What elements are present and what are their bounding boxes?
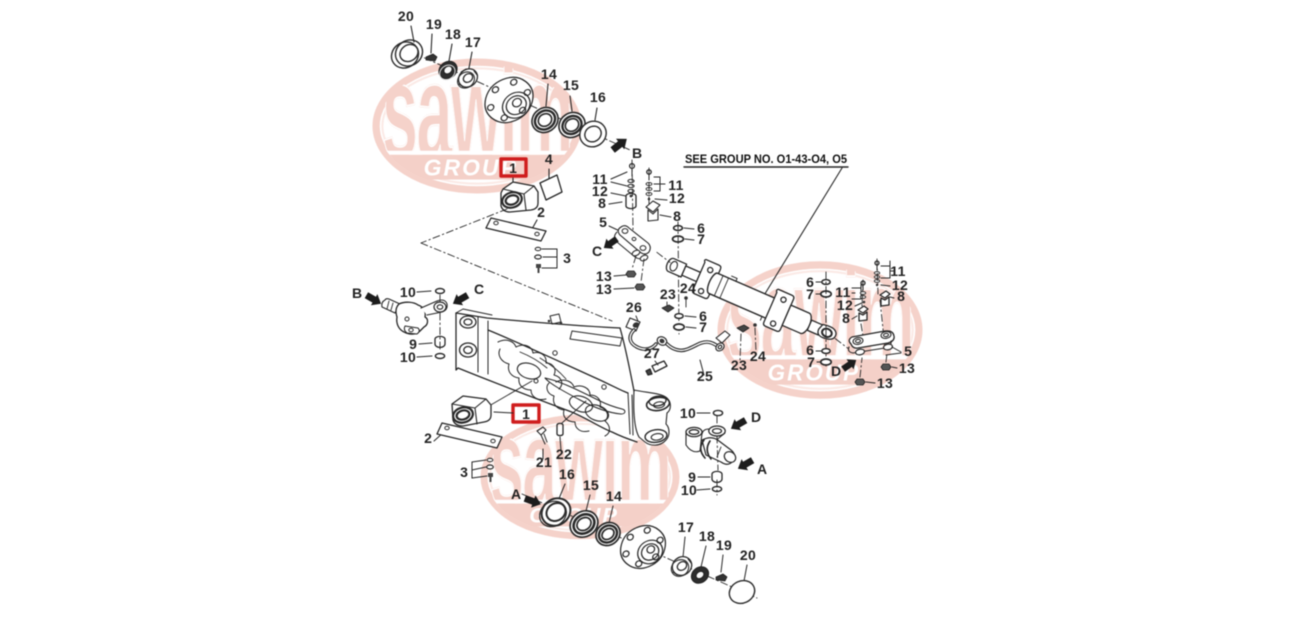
svg-text:B: B — [352, 285, 362, 301]
svg-text:13: 13 — [596, 268, 612, 284]
svg-text:15: 15 — [583, 477, 599, 493]
svg-text:8: 8 — [897, 288, 905, 304]
svg-text:10: 10 — [680, 405, 696, 421]
svg-text:18: 18 — [699, 528, 715, 544]
svg-text:11: 11 — [835, 284, 851, 300]
svg-text:11: 11 — [668, 177, 684, 193]
svg-text:7: 7 — [806, 286, 814, 302]
svg-text:7: 7 — [697, 231, 705, 247]
svg-text:3: 3 — [460, 464, 468, 480]
svg-text:17: 17 — [465, 34, 481, 50]
svg-text:26: 26 — [626, 299, 642, 315]
svg-text:13: 13 — [596, 281, 612, 297]
svg-text:1: 1 — [522, 406, 530, 422]
svg-text:19: 19 — [716, 537, 732, 553]
svg-text:23: 23 — [660, 286, 676, 302]
svg-text:5: 5 — [904, 343, 912, 359]
svg-text:12: 12 — [669, 190, 685, 206]
svg-text:21: 21 — [536, 454, 552, 470]
svg-text:4: 4 — [545, 151, 553, 167]
svg-text:B: B — [632, 145, 642, 161]
svg-text:3: 3 — [563, 250, 571, 266]
svg-text:12: 12 — [837, 297, 853, 313]
svg-text:2: 2 — [424, 430, 432, 446]
svg-text:16: 16 — [590, 89, 606, 105]
svg-text:A: A — [757, 461, 767, 477]
svg-text:14: 14 — [541, 66, 557, 82]
svg-text:C: C — [592, 243, 602, 259]
svg-text:17: 17 — [678, 519, 694, 535]
svg-text:6: 6 — [806, 342, 814, 358]
svg-text:15: 15 — [563, 77, 579, 93]
svg-text:24: 24 — [750, 348, 766, 364]
svg-text:10: 10 — [681, 482, 697, 498]
svg-text:11: 11 — [890, 263, 906, 279]
svg-text:20: 20 — [398, 8, 414, 24]
svg-text:25: 25 — [697, 368, 713, 384]
svg-text:12: 12 — [892, 277, 908, 293]
svg-text:10: 10 — [400, 284, 416, 300]
svg-text:7: 7 — [807, 354, 815, 370]
svg-text:27: 27 — [644, 345, 660, 361]
svg-text:1: 1 — [509, 160, 517, 176]
svg-text:9: 9 — [688, 469, 696, 485]
svg-text:22: 22 — [556, 446, 572, 462]
svg-text:C: C — [474, 281, 484, 297]
svg-text:6: 6 — [806, 274, 814, 290]
svg-text:8: 8 — [673, 208, 681, 224]
svg-text:16: 16 — [559, 466, 575, 482]
svg-text:6: 6 — [697, 220, 705, 236]
svg-text:8: 8 — [842, 310, 850, 326]
svg-text:13: 13 — [899, 360, 915, 376]
svg-text:6: 6 — [699, 308, 707, 324]
svg-text:A: A — [511, 486, 521, 502]
svg-text:D: D — [751, 409, 761, 425]
svg-text:14: 14 — [606, 488, 622, 504]
svg-text:11: 11 — [592, 171, 608, 187]
svg-text:19: 19 — [426, 16, 442, 32]
svg-text:8: 8 — [598, 195, 606, 211]
svg-text:23: 23 — [731, 357, 747, 373]
svg-text:13: 13 — [877, 375, 893, 391]
svg-text:10: 10 — [400, 349, 416, 365]
svg-text:20: 20 — [740, 547, 756, 563]
svg-text:7: 7 — [699, 319, 707, 335]
svg-text:SEE GROUP NO. O1-43-O4, O5: SEE GROUP NO. O1-43-O4, O5 — [685, 152, 847, 166]
svg-text:D: D — [831, 363, 841, 379]
svg-text:5: 5 — [599, 214, 607, 230]
svg-text:9: 9 — [409, 336, 417, 352]
svg-text:12: 12 — [592, 183, 608, 199]
svg-text:2: 2 — [537, 204, 545, 220]
svg-text:18: 18 — [445, 26, 461, 42]
svg-text:24: 24 — [680, 280, 696, 296]
